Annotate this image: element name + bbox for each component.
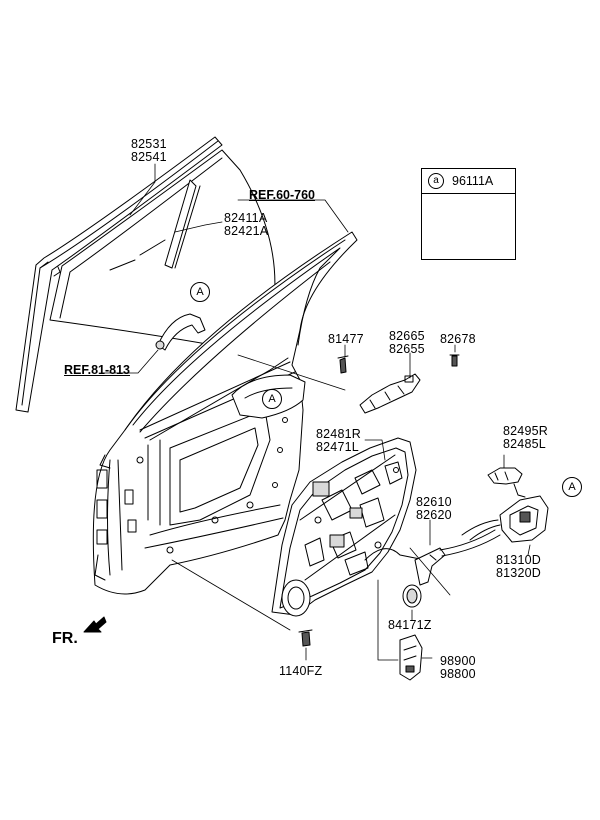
regulator-motor	[399, 634, 423, 681]
inside-door-handle	[359, 373, 421, 414]
door-latch	[461, 495, 549, 543]
label-ref-lower: REF.81-813	[64, 363, 131, 377]
label-bolt-1140fz: 1140FZ	[279, 664, 323, 678]
callout-a-panel: A	[262, 389, 282, 409]
legend-box: a 96111A	[421, 168, 516, 260]
cable-bracket	[414, 529, 501, 586]
label-screw-82678: 82678	[440, 332, 476, 346]
label-ref-upper: REF.60-760	[249, 188, 316, 202]
grommet	[402, 584, 422, 608]
door-module-panel	[271, 437, 426, 617]
bolt-81477	[337, 355, 349, 374]
door-inner-panel	[92, 231, 358, 595]
front-arrow	[83, 616, 107, 633]
label-grommet: 84171Z	[388, 618, 432, 632]
legend-letter: a	[428, 173, 444, 189]
callout-a-glass: A	[190, 282, 210, 302]
legend-part-number: 96111A	[452, 174, 494, 188]
legend-header: a 96111A	[422, 169, 515, 194]
screw-82678	[449, 354, 460, 367]
callout-a-latch: A	[562, 477, 582, 497]
rod-clip	[487, 467, 526, 498]
label-front: FR.	[52, 630, 78, 647]
label-bolt-81477: 81477	[328, 332, 364, 346]
bolt-1140fz	[298, 629, 313, 647]
glass-clip	[155, 313, 206, 351]
leader-lines	[102, 163, 531, 661]
glass-run-channel	[15, 136, 223, 413]
